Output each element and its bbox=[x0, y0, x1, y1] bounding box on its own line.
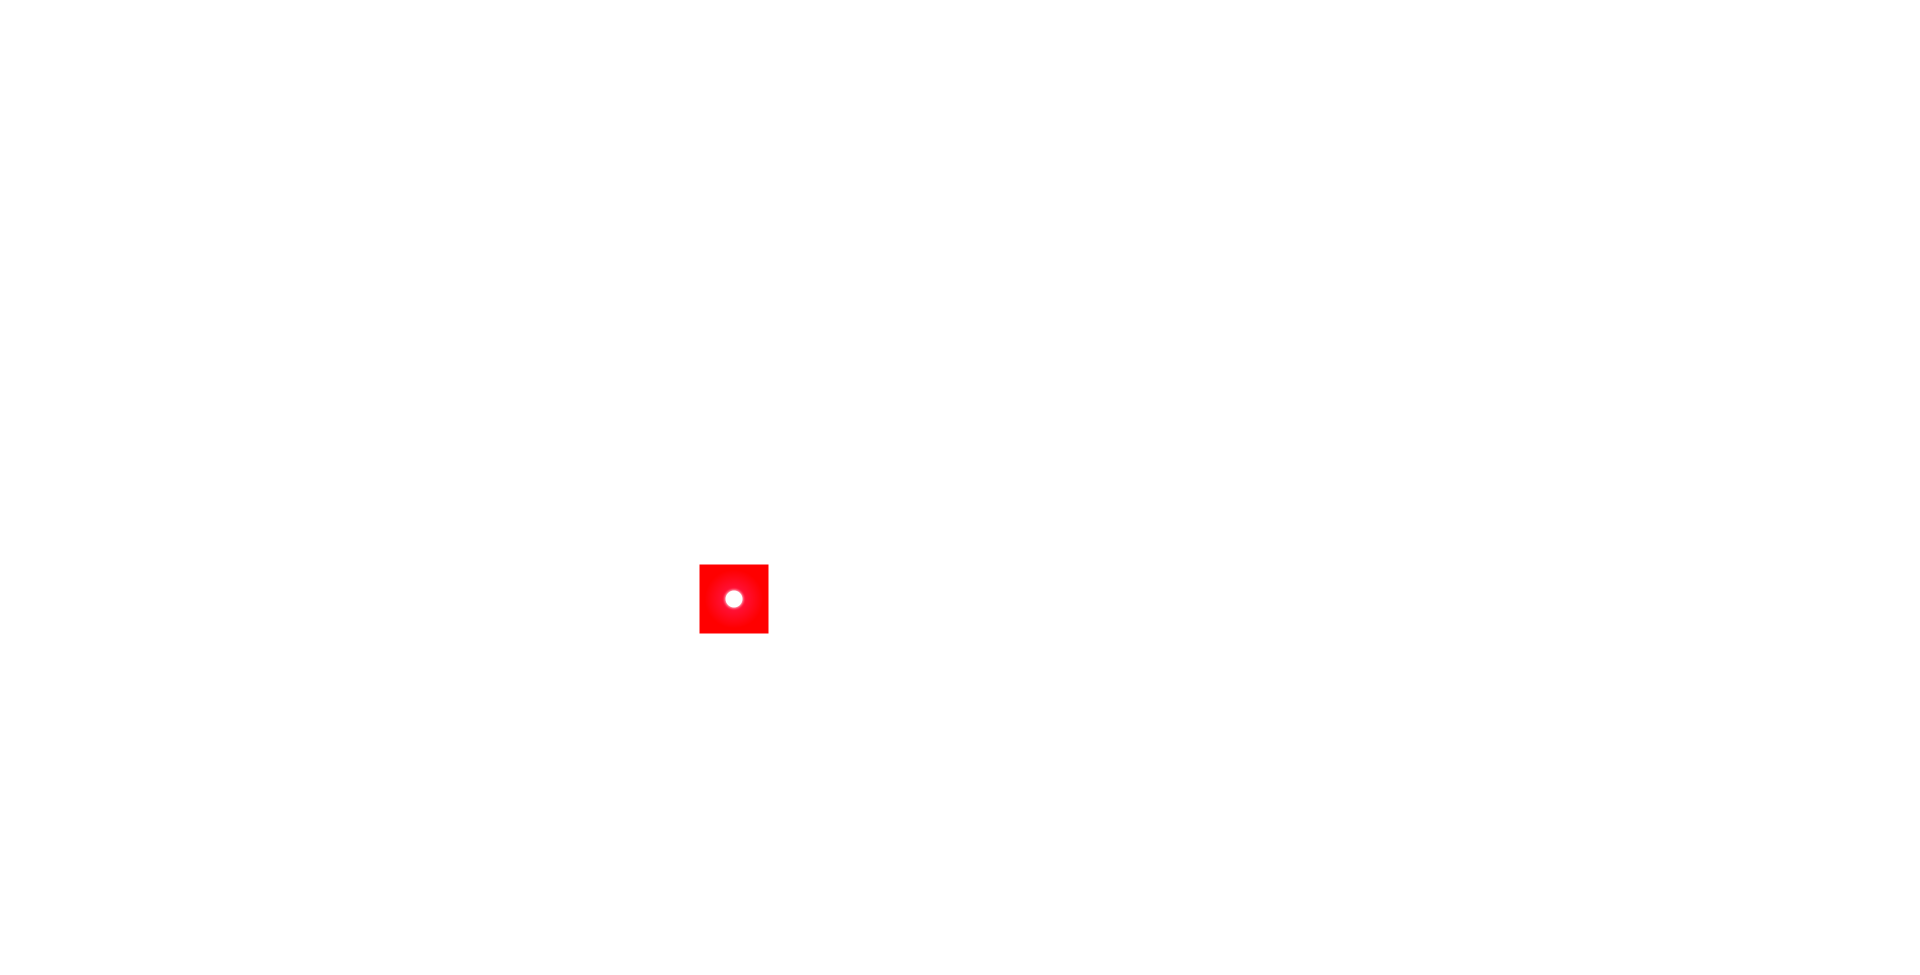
click-target-marker[interactable] bbox=[699, 564, 769, 634]
target-center-dot bbox=[725, 590, 743, 608]
